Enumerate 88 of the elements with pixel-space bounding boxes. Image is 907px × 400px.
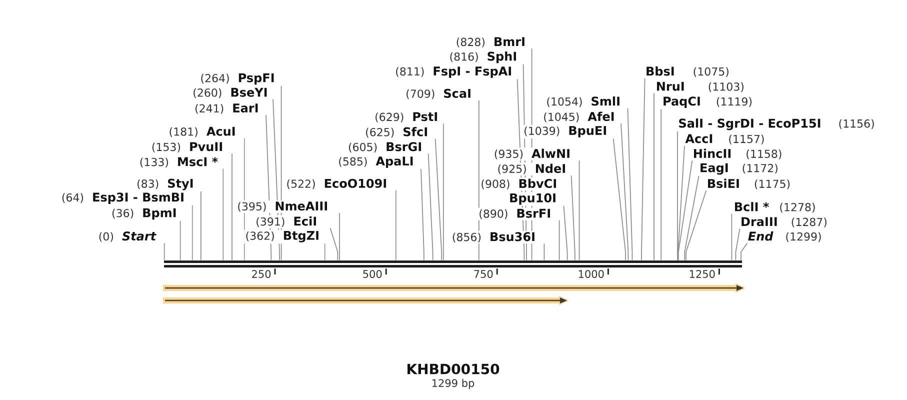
tick-label: 250 <box>252 270 271 278</box>
sequence-length: 1299 bp <box>432 378 474 390</box>
site-label: (83) StyI <box>138 178 193 190</box>
site-label: (629) PstI <box>376 112 437 122</box>
leader-line <box>740 242 748 261</box>
leader-line <box>428 153 434 261</box>
site-label: HincII (1158) <box>694 148 782 160</box>
site-label: (522) EcoO109I <box>287 178 386 190</box>
leader-line <box>395 190 396 261</box>
site-label: BbsI (1075) <box>646 66 728 77</box>
leader-line <box>620 123 629 261</box>
leader-line <box>266 114 272 261</box>
site-label: (625) SfcI <box>366 127 427 138</box>
site-label: (709) ScaI <box>406 88 470 100</box>
leader-line <box>330 228 338 261</box>
site-label: DraIII (1287) <box>742 217 826 228</box>
tick-label: 750 <box>474 270 493 278</box>
site-label: (811) FspI - FspAI <box>396 66 511 78</box>
leader-line <box>531 48 532 261</box>
leader-line <box>570 175 576 261</box>
leader-line <box>442 123 444 261</box>
leader-line <box>678 160 693 261</box>
site-label: (241) EarI <box>196 104 258 114</box>
site-label: (908) BbvCI <box>482 178 556 190</box>
site-label: (890) BsrFI <box>480 208 550 220</box>
site-label: NruI (1103) <box>657 82 744 92</box>
site-label: (153) PvuII <box>152 142 222 152</box>
site-label: EagI (1172) <box>700 163 778 175</box>
leader-line <box>677 130 678 261</box>
leader-line <box>280 85 282 261</box>
site-label: (395) NmeAIII <box>238 202 327 212</box>
leader-line <box>420 168 424 261</box>
leader-line <box>180 220 181 261</box>
site-label: (391) EciI <box>256 216 316 227</box>
site-label: BsiEI (1175) <box>708 178 790 190</box>
leader-line <box>684 175 700 261</box>
leader-line <box>612 138 626 261</box>
map-title: KHBD00150 <box>408 364 500 374</box>
site-label: (1039) BpuEI <box>524 126 606 138</box>
site-label: BclI * (1278) <box>735 202 815 213</box>
site-label: AccI (1157) <box>685 134 764 144</box>
site-label: (925) NdeI <box>498 164 565 174</box>
leader-line <box>200 191 202 261</box>
leader-line <box>516 78 525 261</box>
leader-line <box>222 168 224 261</box>
leader-line <box>563 205 568 261</box>
leader-line <box>339 212 340 261</box>
site-label: (585) ApaLI <box>339 156 413 168</box>
tick-label: 1250 <box>690 270 715 278</box>
leader-line <box>578 160 580 261</box>
leader-line <box>627 108 633 261</box>
leader-line <box>164 242 165 261</box>
site-label: Bpu10I <box>510 193 556 205</box>
leader-line <box>324 243 326 261</box>
site-label: (1045) AfeI <box>544 112 614 122</box>
site-label: (605) BsrGI <box>348 142 421 152</box>
site-label: (260) BseYI <box>194 88 267 98</box>
site-label: (264) PspFI <box>201 73 274 85</box>
site-label: (133) MscI * <box>140 157 218 168</box>
leader-line <box>678 145 685 261</box>
site-label: (1054) SmlI <box>547 96 620 107</box>
leader-line <box>434 138 442 261</box>
site-label: (816) SphI <box>450 52 516 64</box>
site-label: End (1299) <box>748 231 821 242</box>
site-label: PaqCI (1119) <box>664 96 752 108</box>
leader-line <box>244 138 245 261</box>
site-label: (856) Bsu36I <box>452 232 534 242</box>
site-label: SalI - SgrDI - EcoP15I (1156) <box>679 118 874 130</box>
site-label: (362) BtgZI <box>246 231 318 242</box>
sequence-backbone <box>164 260 742 268</box>
leader-line <box>192 204 193 261</box>
leader-line <box>544 243 545 261</box>
leader-line <box>478 100 480 261</box>
leader-line <box>735 228 740 261</box>
leader-line <box>686 190 707 261</box>
site-label: (935) AlwNI <box>494 148 570 160</box>
site-label: (64) Esp3I - BsmBI <box>62 192 184 204</box>
site-label: (0) Start <box>99 232 156 242</box>
site-label: (181) AcuI <box>170 126 235 138</box>
site-label: (36) BpmI <box>112 208 176 220</box>
leader-line <box>641 78 646 261</box>
tick-label: 1000 <box>578 270 604 278</box>
leader-line <box>522 64 527 261</box>
leader-line <box>272 98 280 261</box>
leader-line <box>558 220 560 261</box>
leader-line <box>731 213 732 261</box>
site-label: (828) BmrI <box>456 37 524 48</box>
leader-line <box>660 108 662 261</box>
